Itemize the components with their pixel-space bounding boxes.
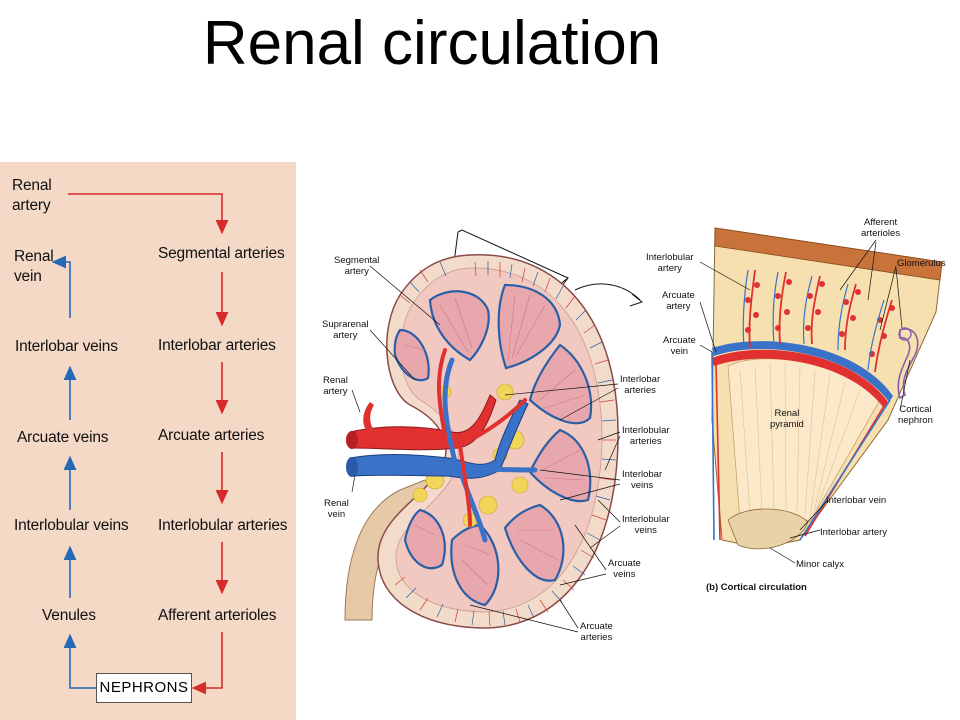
- label-arcuate-artery: Arcuate artery: [662, 290, 695, 312]
- label-renal-pyramid: Renal pyramid: [770, 408, 804, 430]
- flow-afferent-arterioles: Afferent arterioles: [158, 607, 277, 624]
- renal-pyramids: [393, 283, 593, 607]
- label-interlobular-veins: Interlobular veins: [622, 514, 670, 536]
- label-minor-calyx: Minor calyx: [796, 559, 845, 570]
- label-suprarenal-artery: Suprarenal artery: [322, 319, 369, 341]
- minor-calyx-shape: [727, 508, 809, 550]
- label-afferent-arterioles: Afferent arterioles: [861, 217, 901, 239]
- renal-artery-vessel: [349, 394, 497, 451]
- pyramid-striations: [404, 294, 586, 586]
- cortex-vessels-red: [394, 261, 616, 627]
- flow-renal-vein: Renal vein: [14, 248, 54, 285]
- renal-vein-vessel: [349, 399, 529, 479]
- label-arcuate-arteries: Arcuate arteries: [580, 621, 613, 643]
- flowchart-panel: [0, 162, 296, 720]
- label-interlobar-arteries: Interlobar arteries: [620, 374, 661, 396]
- vein-arrows: [51, 255, 96, 689]
- label-renal-artery: Renal artery: [323, 375, 348, 397]
- flow-arcuate-arteries: Arcuate arteries: [158, 427, 265, 444]
- label-arcuate-vein: Arcuate vein: [663, 335, 696, 357]
- artery-arrows: [68, 193, 229, 695]
- flow-renal-artery: Renal artery: [12, 177, 52, 214]
- label-cortical-nephron: Cortical nephron: [898, 404, 933, 426]
- label-interlobar-veins: Interlobar veins: [622, 469, 663, 491]
- cortical-section: [711, 227, 943, 550]
- renal-capsule: [714, 227, 943, 281]
- flow-interlobar-veins: Interlobar veins: [15, 338, 118, 355]
- flow-interlobular-veins: Interlobular veins: [14, 517, 129, 534]
- artery-branches: [437, 348, 527, 527]
- cortical-nephron-shape: [897, 328, 919, 400]
- kidney-leader-lines: [351, 265, 621, 633]
- label-renal-vein: Renal vein: [324, 498, 349, 520]
- vein-branches: [442, 357, 538, 543]
- label-interlobar-vein: Interlobar vein: [826, 495, 887, 506]
- label-glomerulus: Glomerulus: [897, 258, 946, 269]
- flow-interlobar-arteries: Interlobar arteries: [158, 337, 276, 354]
- flow-nephrons: NEPHRONS: [96, 673, 192, 703]
- label-segmental-artery: Segmental artery: [334, 255, 380, 277]
- renal-sinus-fat: [412, 383, 529, 528]
- flowchart-arrows: [51, 193, 229, 695]
- cortex-vessels-blue: [405, 261, 617, 626]
- flow-interlobular-arteries: Interlobular arteries: [158, 517, 288, 534]
- label-interlobular-artery: Interlobular artery: [646, 252, 694, 274]
- label-interlobar-artery: Interlobar artery: [820, 527, 888, 538]
- figure-caption: (b) Cortical circulation: [706, 582, 807, 593]
- flow-segmental-arteries: Segmental arteries: [158, 245, 285, 262]
- label-arcuate-veins: Arcuate veins: [608, 558, 641, 580]
- slide-title: Renal circulation: [202, 9, 662, 78]
- flow-venules: Venules: [42, 607, 96, 624]
- flow-arcuate-veins: Arcuate veins: [17, 429, 109, 446]
- label-interlobular-arteries: Interlobular arteries: [622, 425, 670, 447]
- cortical-leader-lines: [699, 239, 911, 564]
